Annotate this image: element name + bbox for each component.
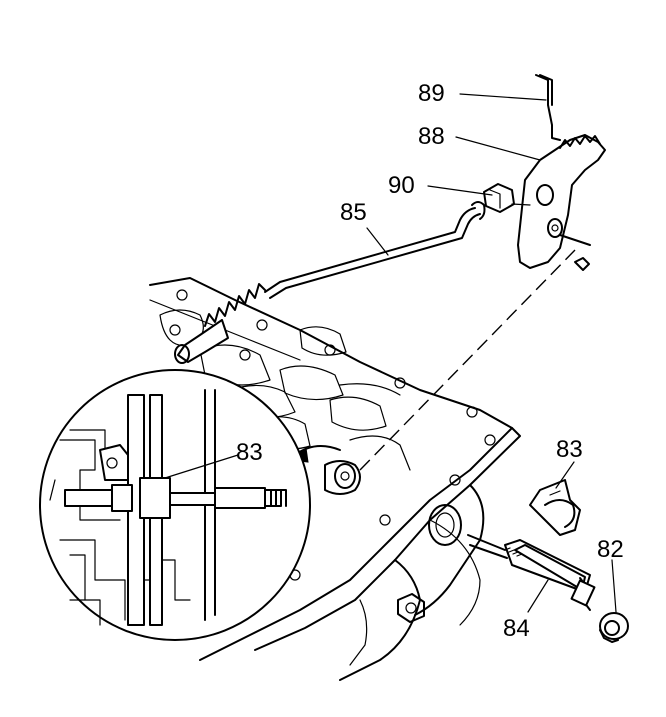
retaining-clip-83 [529, 479, 581, 536]
manual-valve-area [290, 445, 361, 495]
nut-90 [483, 183, 531, 213]
callout-89: 89 [418, 80, 445, 107]
callout-88: 88 [418, 123, 445, 150]
alignment-line [359, 249, 576, 471]
leader-lines [366, 93, 617, 613]
callout-90: 90 [388, 172, 415, 199]
callout-83: 83 [556, 436, 583, 463]
manual-valve-link-85 [174, 201, 486, 364]
callout-82: 82 [597, 536, 624, 563]
park-rod-89 [535, 74, 561, 141]
seal-82 [599, 612, 629, 643]
callout-83-detail: 83 [236, 439, 263, 466]
callout-84: 84 [503, 615, 530, 642]
detail-magnifier [39, 369, 311, 641]
manual-shaft-84 [467, 534, 596, 611]
callout-85: 85 [340, 199, 367, 226]
callout-labels: 89 88 90 85 83 83 82 84 [236, 80, 624, 642]
detent-lever-88 [517, 134, 606, 271]
